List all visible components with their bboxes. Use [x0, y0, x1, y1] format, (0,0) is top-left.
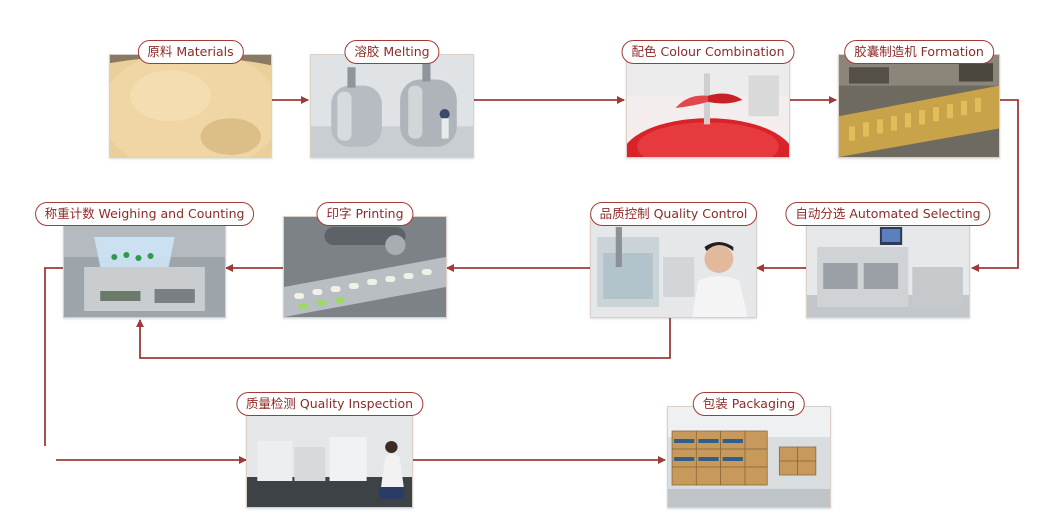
- selecting-photo: [806, 216, 970, 318]
- step-label-printing: 印字 Printing: [316, 202, 414, 226]
- step-colour-combination: 配色 Colour Combination: [621, 40, 795, 158]
- colour-photo: [626, 54, 790, 158]
- step-label-quality-control: 品质控制 Quality Control: [589, 202, 758, 226]
- step-label-inspection: 质量检测 Quality Inspection: [235, 392, 424, 416]
- arrow-formation-to-selecting: [971, 99, 1019, 272]
- step-label-weighing: 称重计数 Weighing and Counting: [34, 202, 255, 226]
- melting-photo: [310, 54, 474, 158]
- arrow-weighing-down-to-inspection: [44, 267, 63, 446]
- step-label-formation: 胶囊制造机 Formation: [844, 40, 994, 64]
- printing-photo: [283, 216, 447, 318]
- step-label-colour: 配色 Colour Combination: [621, 40, 795, 64]
- step-label-packaging: 包装 Packaging: [692, 392, 806, 416]
- quality-control-photo: [590, 216, 757, 318]
- arrow-qc-to-weighing-return: [136, 318, 671, 359]
- step-automated-selecting: 自动分选 Automated Selecting: [785, 202, 991, 318]
- step-label-selecting: 自动分选 Automated Selecting: [785, 202, 991, 226]
- step-formation: 胶囊制造机 Formation: [838, 40, 1000, 158]
- step-printing: 印字 Printing: [283, 202, 447, 318]
- step-packaging: 包装 Packaging: [667, 392, 831, 508]
- step-materials: 原料 Materials: [109, 40, 272, 158]
- weighing-photo: [63, 216, 226, 318]
- step-quality-control: 品质控制 Quality Control: [589, 202, 758, 318]
- step-label-melting: 溶胶 Melting: [344, 40, 440, 64]
- step-label-materials: 原料 Materials: [137, 40, 244, 64]
- formation-photo: [838, 54, 1000, 158]
- materials-photo: [109, 54, 272, 158]
- step-melting: 溶胶 Melting: [310, 40, 474, 158]
- inspection-photo: [246, 406, 413, 508]
- packaging-photo: [667, 406, 831, 508]
- step-quality-inspection: 质量检测 Quality Inspection: [235, 392, 424, 508]
- step-weighing-counting: 称重计数 Weighing and Counting: [34, 202, 255, 318]
